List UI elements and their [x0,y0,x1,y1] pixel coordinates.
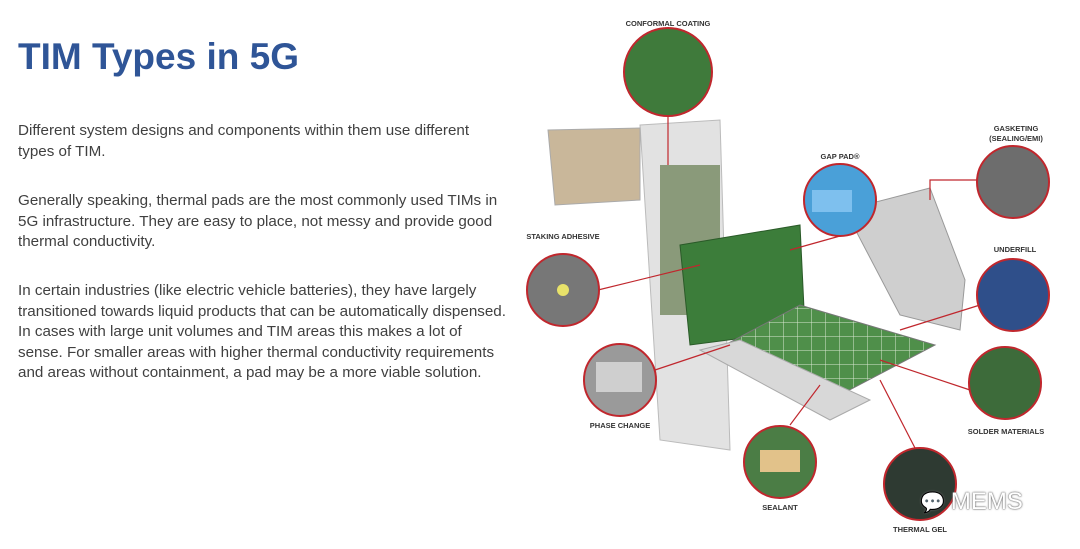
label-underfill: UNDERFILL [993,245,1037,254]
paragraph-1: Different system designs and components … [18,122,470,160]
thermal-gel-callout [883,447,957,521]
slide-title: TIM Types in 5G [18,36,299,77]
watermark: 💬 MEMS [920,488,1023,516]
paragraph-3: In certain industries (like electric veh… [18,282,506,381]
wechat-icon: 💬 [920,491,945,514]
gasketing-callout [976,145,1050,219]
label-thermal-gel: THERMAL GEL [892,525,948,534]
label-gap-pad: GAP PAD® [820,152,860,161]
watermark-text: MEMS [950,488,1023,515]
label-solder-materials: SOLDER MATERIALS [967,427,1045,436]
conformal-coating-callout [623,27,713,117]
5g-unit-diagram [526,27,1050,521]
shield-lid [844,187,966,331]
paragraph-2: Generally speaking, thermal pads are the… [18,192,498,250]
leader-lines [597,115,981,449]
solder-materials-callout [968,346,1042,420]
label-gasketing: GASKETING [993,124,1039,133]
underfill-callout [976,258,1050,332]
label-phase-change: PHASE CHANGE [589,421,651,430]
label-gasketing-sub: (SEALING/EMI) [989,134,1043,143]
label-sealant: SEALANT [762,503,798,512]
label-staking-adhesive: STAKING ADHESIVE [526,232,600,241]
label-conformal-coating: CONFORMAL COATING [625,19,711,28]
